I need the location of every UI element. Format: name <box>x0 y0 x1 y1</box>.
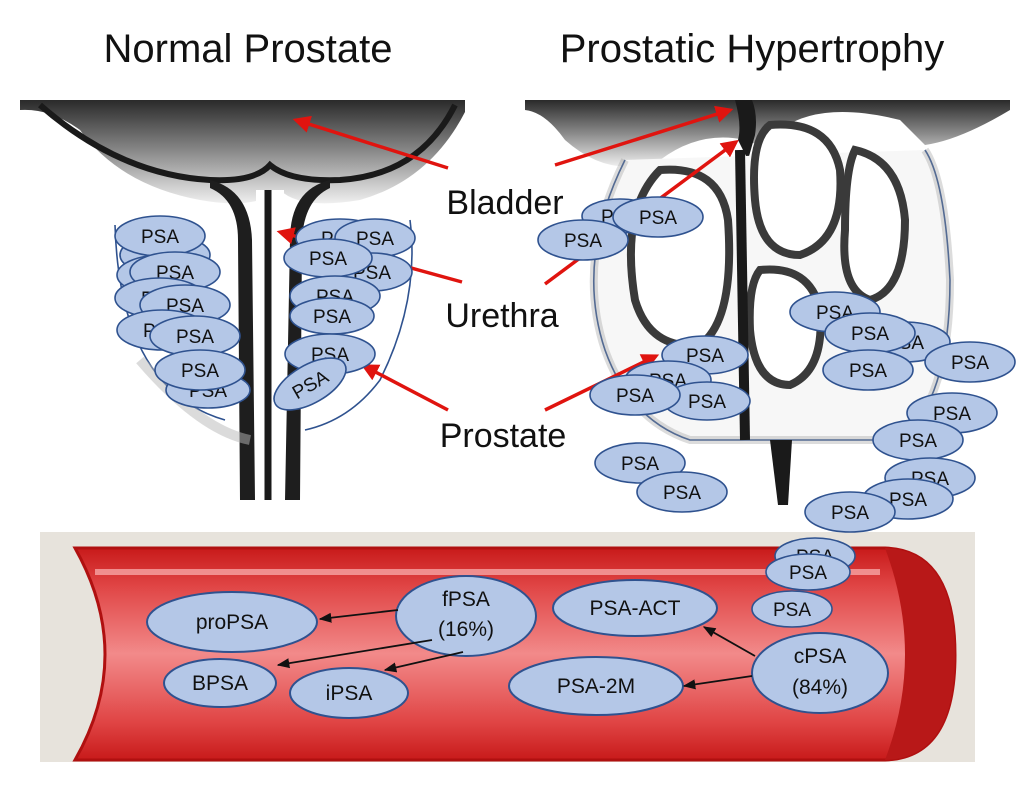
label-urethra: Urethra <box>445 297 558 335</box>
psa-label: PSA <box>621 454 659 475</box>
form-propsa <box>146 591 318 653</box>
arrow-fpsa-bpsa <box>276 639 433 669</box>
psa-label: PSA <box>688 392 726 413</box>
psa-ellipse <box>924 341 1016 383</box>
psa-molecule: PSA <box>663 381 751 421</box>
psa-ellipse <box>273 357 347 411</box>
psa-label: PSA <box>663 483 701 504</box>
psa-label: PSA <box>564 231 602 252</box>
psa-molecule: PSA <box>636 471 728 513</box>
psa-label: PSA <box>773 600 811 621</box>
title-normal-prostate: Normal Prostate <box>104 27 393 71</box>
psa-molecule: PSA <box>872 419 964 461</box>
psa-ellipse <box>751 590 833 628</box>
arrow-fpsa-ipsa <box>383 651 464 673</box>
arrow-cpsa-psa-2m <box>682 675 753 690</box>
psa-label: PSA <box>181 361 219 382</box>
psa-molecule: PSA <box>273 357 347 411</box>
label-bladder: Bladder <box>446 184 563 222</box>
psa-molecule: PSA <box>589 374 681 416</box>
psa-molecule: PSA <box>612 196 704 238</box>
form-cpsa <box>751 632 889 714</box>
form-bpsa <box>163 658 277 708</box>
psa-molecule: PSA <box>114 215 206 257</box>
psa-ellipse <box>154 349 246 391</box>
psa-molecule: PSA <box>804 491 896 533</box>
psa-label: PSA <box>851 324 889 345</box>
psa-ellipse <box>765 553 851 591</box>
psa-label: PSA <box>933 404 971 425</box>
psa-ellipse <box>822 349 914 391</box>
psa-label: PSA <box>176 327 214 348</box>
psa-label: PSA <box>889 490 927 511</box>
psa-molecule: PSA <box>154 349 246 391</box>
prostate-capsule-right <box>304 219 413 431</box>
arrow-cpsa-psa-act <box>702 626 756 657</box>
psa-label: PSA <box>309 249 347 270</box>
arrow-bladder-hypertrophy <box>554 105 734 167</box>
psa-label: PSA <box>899 431 937 452</box>
psa-label: PSA <box>951 353 989 374</box>
bladder-neck-hypertrophy <box>735 100 756 160</box>
form-fpsa-name: fPSA <box>442 588 490 611</box>
psa-molecule: PSA <box>824 312 916 354</box>
psa-label: PSA <box>849 361 887 382</box>
bladder-outline-normal <box>38 102 458 184</box>
psa-ellipse <box>804 491 896 533</box>
form-fpsa-percent: (16%) <box>438 618 494 641</box>
psa-molecule: PSA <box>149 315 241 357</box>
arrow-fpsa-propsa <box>318 609 399 623</box>
arrow-bladder-normal <box>292 115 449 170</box>
psa-ellipse <box>537 219 629 261</box>
form-ipsa-label: iPSA <box>326 682 373 705</box>
form-psa-act <box>552 579 718 637</box>
psa-molecule: PSA <box>751 590 833 628</box>
psa-ellipse <box>589 374 681 416</box>
form-ipsa <box>289 667 409 719</box>
psa-molecule: PSA <box>822 349 914 391</box>
form-cpsa-name: cPSA <box>794 645 847 668</box>
psa-label: PSA <box>686 346 724 367</box>
psa-label: PSA <box>616 386 654 407</box>
psa-forms: proPSA BPSA iPSA fPSA (16%) PSA-ACT PSA-… <box>146 575 889 719</box>
arrow-prostate-normal <box>360 364 449 412</box>
vessel-end-cap <box>885 548 955 760</box>
psa-ellipse <box>612 196 704 238</box>
psa-molecules: PSAPSAPSAPSAPSAPSAPSAPSAPSAPSAPSAPSAPSAP… <box>114 196 1016 628</box>
psa-ellipse <box>636 471 728 513</box>
psa-molecule: PSA <box>594 442 686 484</box>
psa-molecule: PSA <box>924 341 1016 383</box>
form-cpsa-percent: (84%) <box>792 676 848 699</box>
urethra-exit-hypertrophy <box>770 440 792 505</box>
psa-label: PSA <box>141 227 179 248</box>
gland-shading <box>589 147 955 444</box>
psa-molecule: PSA <box>537 219 629 261</box>
psa-label: PSA <box>356 229 394 250</box>
psa-molecule: PSA <box>289 297 375 335</box>
normal-prostate-anatomy <box>20 100 465 500</box>
psa-label: PSA <box>639 208 677 229</box>
form-propsa-label: proPSA <box>196 611 268 634</box>
psa-molecule: PSA <box>765 553 851 591</box>
form-fpsa <box>395 575 537 657</box>
form-psa-act-label: PSA-ACT <box>589 597 680 620</box>
psa-molecule: PSA <box>283 238 373 278</box>
form-psa-2m-label: PSA-2M <box>557 675 635 698</box>
conversion-arrows <box>276 609 756 690</box>
form-bpsa-label: BPSA <box>192 672 248 695</box>
psa-label: PSA <box>831 503 869 524</box>
label-prostate: Prostate <box>440 417 567 455</box>
psa-label: PSA <box>313 307 351 328</box>
urethra-wall-left <box>210 180 255 500</box>
prostate-shading-normal <box>136 356 252 445</box>
nodule-left <box>626 165 734 350</box>
prostate-capsule-left <box>114 224 226 421</box>
title-prostatic-hypertrophy: Prostatic Hypertrophy <box>560 27 945 71</box>
psa-ellipse <box>594 442 686 484</box>
nodule-top <box>750 120 845 260</box>
psa-label: PSA <box>789 563 827 584</box>
